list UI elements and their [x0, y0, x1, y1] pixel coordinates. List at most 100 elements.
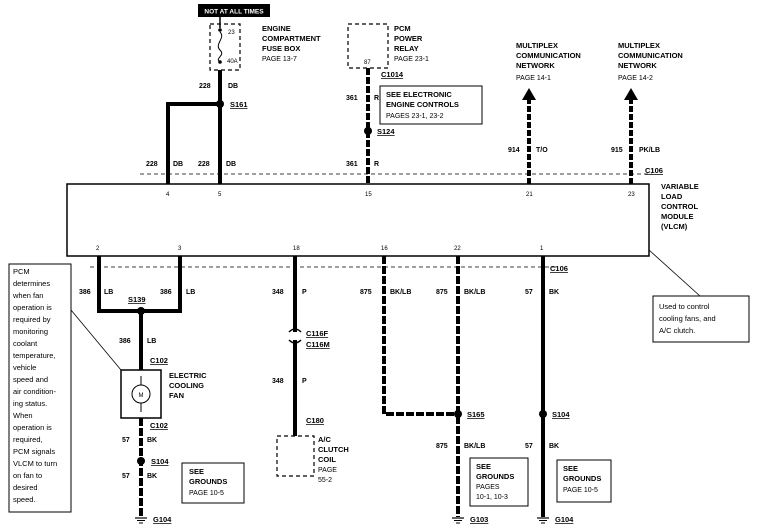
svg-text:POWER: POWER [394, 34, 423, 43]
svg-text:DB: DB [228, 83, 238, 90]
splice-s165 [454, 410, 462, 418]
svg-text:NOT AT ALL TIMES: NOT AT ALL TIMES [204, 9, 264, 16]
svg-text:DB: DB [173, 161, 183, 168]
svg-text:M: M [139, 393, 144, 399]
svg-text:COOLING: COOLING [169, 381, 204, 390]
svg-text:ENGINE CONTROLS: ENGINE CONTROLS [386, 100, 459, 109]
vlcm-label: VARIABLE LOAD CONTROL MODULE (VLCM) [661, 182, 699, 231]
svg-text:LB: LB [104, 289, 113, 296]
svg-text:914: 914 [508, 147, 520, 154]
svg-text:temperature,: temperature, [13, 351, 56, 360]
svg-text:ENGINE: ENGINE [262, 24, 291, 33]
svg-text:SEE: SEE [189, 467, 204, 476]
svg-text:R: R [374, 161, 379, 168]
svg-text:RELAY: RELAY [394, 44, 419, 53]
svg-text:40A: 40A [227, 59, 238, 65]
ground-icon [135, 517, 147, 524]
svg-text:S124: S124 [377, 127, 395, 136]
svg-text:S139: S139 [128, 295, 146, 304]
svg-text:SEE: SEE [476, 462, 491, 471]
svg-text:(VLCM): (VLCM) [661, 222, 688, 231]
arrow-up-icon [522, 88, 536, 100]
svg-text:DB: DB [226, 161, 236, 168]
svg-text:COMMUNICATION: COMMUNICATION [516, 51, 581, 60]
svg-text:PAGES: PAGES [476, 484, 500, 491]
svg-text:GROUNDS: GROUNDS [476, 472, 514, 481]
pcm-power-relay: 87 PCM POWER RELAY PAGE 23-1 C1014 [347, 23, 429, 79]
electric-cooling-fan: M ELECTRIC COOLING FAN [120, 369, 207, 419]
svg-text:55-2: 55-2 [318, 477, 332, 484]
svg-text:T/O: T/O [536, 147, 548, 154]
svg-text:determines: determines [13, 279, 50, 288]
svg-text:S161: S161 [230, 100, 248, 109]
svg-text:57: 57 [525, 289, 533, 296]
svg-text:57: 57 [122, 437, 130, 444]
ground-g104-left: G104 [153, 515, 172, 524]
svg-text:361: 361 [346, 161, 358, 168]
svg-text:LB: LB [186, 289, 195, 296]
svg-text:PAGE 10-5: PAGE 10-5 [563, 487, 598, 494]
svg-text:5: 5 [218, 192, 222, 198]
svg-text:COMPARTMENT: COMPARTMENT [262, 34, 321, 43]
pcm-note-box: PCM determines when fan operation is req… [8, 263, 122, 513]
splice-s104-right [539, 410, 547, 418]
see-grounds-mid-box: SEE GROUNDS PAGES 10-1, 10-3 [469, 457, 529, 507]
svg-text:PCM: PCM [13, 267, 30, 276]
engine-compartment-fuse-box: 23 40A ENGINE COMPARTMENT FUSE BOX PAGE … [209, 17, 321, 71]
svg-text:BK: BK [147, 437, 157, 444]
svg-text:228: 228 [198, 161, 210, 168]
svg-text:BK: BK [147, 473, 157, 480]
svg-text:S104: S104 [151, 457, 169, 466]
ground-icon [452, 517, 464, 524]
svg-text:speed and: speed and [13, 375, 48, 384]
connector-c180: C180 [306, 416, 324, 425]
svg-text:18: 18 [293, 246, 300, 252]
svg-text:FAN: FAN [169, 391, 184, 400]
svg-text:15: 15 [365, 192, 372, 198]
svg-text:1: 1 [540, 246, 544, 252]
svg-text:BK/LB: BK/LB [464, 289, 485, 296]
svg-text:PAGES 23-1, 23-2: PAGES 23-1, 23-2 [386, 113, 444, 120]
svg-text:21: 21 [526, 192, 533, 198]
see-engine-controls-box: SEE ELECTRONIC ENGINE CONTROLS PAGES 23-… [379, 85, 483, 125]
svg-text:monitoring: monitoring [13, 327, 48, 336]
svg-text:228: 228 [199, 83, 211, 90]
svg-text:PAGE 10-5: PAGE 10-5 [189, 490, 224, 497]
ground-g104-right: G104 [555, 515, 574, 524]
svg-text:PCM signals: PCM signals [13, 447, 55, 456]
ground-g103: G103 [470, 515, 488, 524]
svg-text:GROUNDS: GROUNDS [563, 474, 601, 483]
svg-text:875: 875 [360, 289, 372, 296]
svg-text:PAGE: PAGE [318, 467, 337, 474]
see-grounds-right-box: SEE GROUNDS PAGE 10-5 [556, 459, 612, 503]
svg-text:coolant: coolant [13, 339, 38, 348]
svg-text:ELECTRIC: ELECTRIC [169, 371, 207, 380]
svg-text:22: 22 [454, 246, 461, 252]
svg-text:348: 348 [272, 378, 284, 385]
svg-text:R: R [374, 95, 379, 102]
svg-text:operation is: operation is [13, 423, 52, 432]
svg-text:348: 348 [272, 289, 284, 296]
connector-c1014: C1014 [381, 70, 404, 79]
svg-text:PCM: PCM [394, 24, 411, 33]
svg-text:23: 23 [628, 192, 635, 198]
svg-text:vehicle: vehicle [13, 363, 36, 372]
svg-text:BK: BK [549, 443, 559, 450]
multiplex-network-1: MULTIPLEX COMMUNICATION NETWORK PAGE 14-… [516, 41, 581, 82]
svg-text:CLUTCH: CLUTCH [318, 445, 349, 454]
svg-text:SEE: SEE [563, 464, 578, 473]
svg-text:air condition-: air condition- [13, 387, 56, 396]
connector-c116f: C116F [306, 329, 329, 338]
svg-text:GROUNDS: GROUNDS [189, 477, 227, 486]
svg-text:MULTIPLEX: MULTIPLEX [516, 41, 558, 50]
svg-text:BK/LB: BK/LB [464, 443, 485, 450]
ground-icon [537, 517, 549, 524]
svg-text:MULTIPLEX: MULTIPLEX [618, 41, 660, 50]
svg-text:SEE ELECTRONIC: SEE ELECTRONIC [386, 90, 452, 99]
svg-text:228: 228 [146, 161, 158, 168]
svg-text:FUSE BOX: FUSE BOX [262, 44, 300, 53]
svg-text:57: 57 [122, 473, 130, 480]
svg-text:VLCM to turn: VLCM to turn [13, 459, 57, 468]
svg-text:57: 57 [525, 443, 533, 450]
